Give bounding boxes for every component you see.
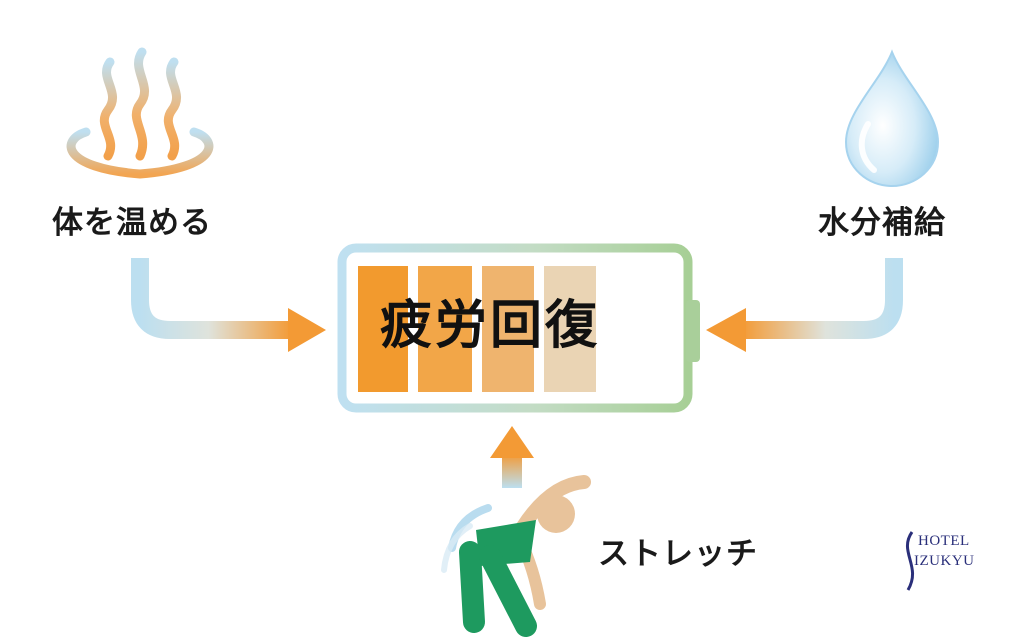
- battery-cell-4: [544, 266, 596, 392]
- up-arrow: [490, 426, 534, 488]
- logo-line-1: HOTEL: [918, 533, 970, 549]
- stretch-label: ストレッチ: [598, 536, 758, 572]
- hotel-logo-mark: [905, 531, 915, 591]
- warm-body-label: 体を温める: [52, 205, 212, 241]
- battery-icon: [337, 243, 700, 413]
- water-drop-icon: [844, 49, 940, 188]
- battery-cell-3: [482, 266, 534, 392]
- right-arrow: [706, 258, 903, 352]
- logo-line-2: IZUKYU: [914, 553, 975, 569]
- hot-spring-steam-icon: [66, 47, 214, 179]
- battery-cell-1: [358, 266, 408, 392]
- battery-cell-2: [418, 266, 472, 392]
- left-arrow: [131, 258, 326, 352]
- hotel-izukyu-logo: HOTEL IZUKYU: [888, 526, 988, 592]
- fatigue-recovery-label: 疲労回復: [380, 296, 601, 356]
- hydration-label: 水分補給: [818, 205, 946, 241]
- stretching-person-icon: [441, 475, 591, 637]
